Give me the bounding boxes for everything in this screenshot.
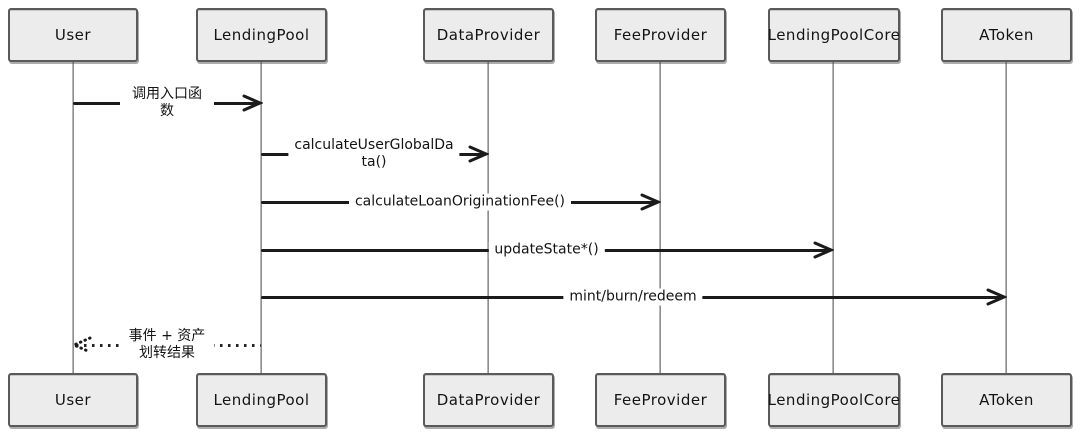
lifeline-lendingpool [260,62,262,374]
message-call-entry-function: 调用入口函数 [73,86,263,120]
participant-lendingpoolcore-bottom: LendingPoolCore [768,373,900,427]
arrowhead-right-icon [986,288,1007,306]
participant-user-bottom: User [8,373,138,427]
participant-label: DataProvider [436,26,541,44]
arrowhead-left-icon [72,336,92,354]
message-calculate-user-global-data: calculateUserGlobalDa ta() [261,136,489,172]
participant-label: DataProvider [436,391,541,409]
lifeline-feeprovider [659,62,661,374]
participant-dataprovider-top: DataProvider [423,8,554,62]
participant-label: AToken [979,391,1034,409]
lifeline-user [72,62,74,374]
participant-label: FeeProvider [613,26,708,44]
participant-feeprovider-top: FeeProvider [595,8,726,62]
arrowhead-right-icon [813,241,834,259]
participant-dataprovider-bottom: DataProvider [423,373,554,427]
participant-feeprovider-bottom: FeeProvider [595,373,726,427]
participant-label: User [54,26,92,44]
message-mint-burn-redeem: mint/burn/redeem [261,283,1007,311]
participant-user-top: User [8,8,138,62]
message-label: updateState*() [488,241,605,259]
arrowhead-right-icon [468,145,489,163]
arrowhead-right-icon [242,94,263,112]
lifeline-dataprovider [487,62,489,374]
participant-lendingpool-bottom: LendingPool [196,373,327,427]
message-events-asset-transfer-result: 事件 + 资产划转结果 [72,328,261,362]
lifeline-lendingpoolcore [832,62,834,374]
participant-label: LendingPool [213,26,310,44]
participant-label: AToken [979,26,1034,44]
message-label: calculateLoanOriginationFee() [348,193,572,211]
participant-label: User [54,391,92,409]
participant-lendingpool-top: LendingPool [196,8,327,62]
message-label: 事件 + 资产划转结果 [120,328,214,362]
message-update-state: updateState*() [261,236,834,264]
participant-label: LendingPoolCore [767,391,901,409]
participant-label: LendingPoolCore [767,26,901,44]
participant-lendingpoolcore-top: LendingPoolCore [768,8,900,62]
participant-label: FeeProvider [613,391,708,409]
participant-label: LendingPool [213,391,310,409]
message-calculate-loan-origination-fee: calculateLoanOriginationFee() [261,188,661,216]
participant-atoken-top: AToken [941,8,1072,62]
message-label: 调用入口函数 [120,86,214,120]
lifeline-atoken [1005,62,1007,374]
message-label: calculateUserGlobalDa ta() [288,137,460,171]
participant-atoken-bottom: AToken [941,373,1072,427]
message-label: mint/burn/redeem [563,288,703,306]
arrowhead-right-icon [640,193,661,211]
